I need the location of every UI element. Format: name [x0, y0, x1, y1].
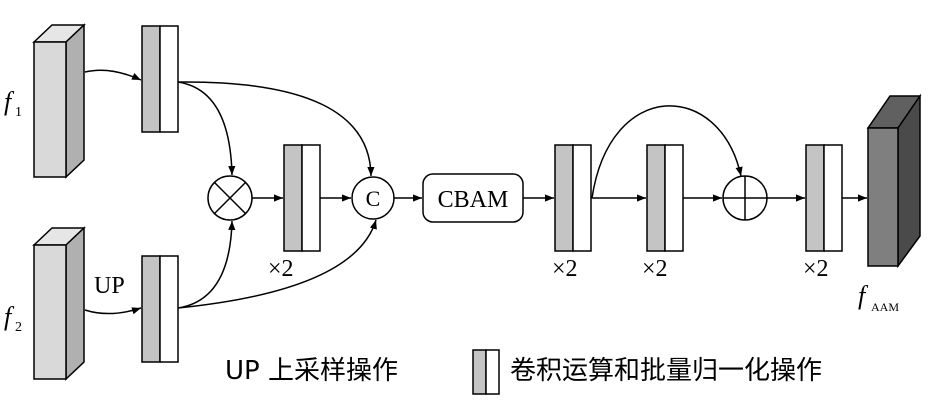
edge-conv-to-multiply — [177, 81, 236, 176]
legend-conv-text: 卷积运算和批量归一化操作 — [510, 356, 822, 386]
svg-text:f: f — [858, 281, 869, 310]
f2-feature-map — [32, 226, 86, 381]
f2-label: f 2 — [4, 302, 22, 335]
conv-block-up — [141, 255, 179, 363]
edge-up-to-multiply — [177, 220, 236, 309]
conv-block-f1 — [141, 25, 179, 133]
multiply-node — [207, 175, 253, 221]
svg-text:1: 1 — [15, 105, 22, 120]
repeat-label-1: ×2 — [268, 256, 294, 282]
repeat-label-2: ×2 — [552, 256, 578, 282]
output-feature-map — [866, 93, 922, 269]
connections — [84, 69, 867, 315]
conv-block-after-add — [805, 144, 843, 252]
edge-up-to-concat — [177, 219, 377, 309]
edge-f2-to-up — [84, 307, 142, 315]
f1-feature-map — [32, 23, 86, 179]
svg-text:f: f — [4, 87, 15, 116]
legend: UP 上采样操作 卷积运算和批量归一化操作 — [225, 349, 822, 395]
output-label: f AAM — [858, 281, 899, 314]
concat-node: C — [351, 176, 395, 220]
conv-block-middle — [646, 144, 684, 252]
conv-block-after-cbam — [554, 144, 592, 252]
cbam-block: CBAM — [422, 173, 524, 223]
edge-conv-to-concat — [177, 81, 375, 177]
legend-upsample-text: UP 上采样操作 — [225, 356, 398, 386]
svg-text:C: C — [366, 186, 381, 211]
svg-text:2: 2 — [15, 320, 22, 335]
svg-text:CBAM: CBAM — [438, 187, 509, 213]
add-node — [722, 175, 768, 221]
svg-text:f: f — [4, 302, 15, 331]
upsample-label: UP — [94, 273, 125, 299]
edge-f1-to-conv — [84, 69, 142, 81]
conv-block-after-multiply — [283, 144, 321, 252]
edge-skip-to-add — [591, 105, 743, 199]
legend-conv-symbol — [472, 349, 500, 395]
svg-text:AAM: AAM — [871, 300, 899, 314]
repeat-label-4: ×2 — [803, 256, 829, 282]
repeat-label-3: ×2 — [642, 256, 668, 282]
f1-label: f 1 — [4, 87, 22, 120]
